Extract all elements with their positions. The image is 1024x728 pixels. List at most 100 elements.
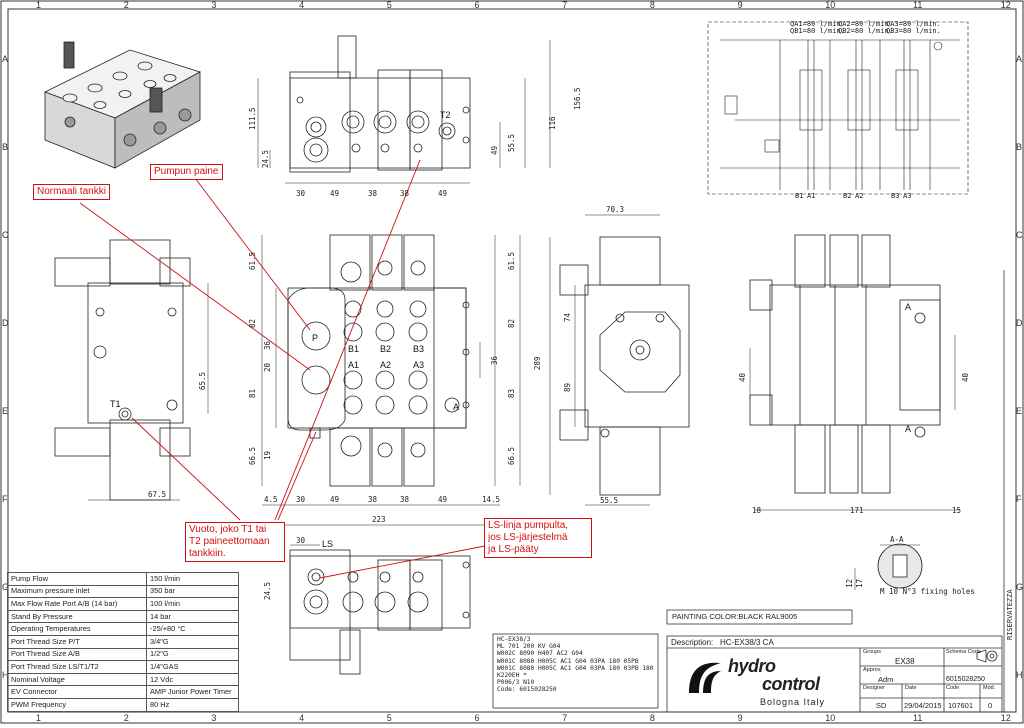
grid-col-bottom-1: 1 (36, 713, 41, 723)
group-value: EX38 (895, 657, 915, 666)
dim-front-w1: 30 (296, 495, 306, 504)
painting-color: PAINTING COLOR:BLACK RAL9005 (672, 612, 798, 621)
description-value: HC-EX38/3 CA (720, 638, 774, 647)
spec-value: 350 bar (146, 584, 239, 599)
dim-front-w2: 49 (330, 495, 339, 504)
dim-right-w1: 171 (850, 506, 864, 515)
dim-front-l2: 36 (263, 340, 272, 350)
grid-row-right-D: D (1016, 318, 1023, 328)
schematic-flow-label: QA2=80 l/min. (838, 20, 893, 28)
grid-col-bottom-12: 12 (1001, 713, 1011, 723)
port-p-label: P (312, 333, 318, 343)
port-a1-label: A1 (348, 360, 359, 370)
section-title: A-A (890, 535, 904, 544)
grid-col-bottom-9: 9 (738, 713, 743, 723)
approved-label: Approv. (863, 667, 882, 673)
spec-row: Operating Temperatures-25/+80 °C (7, 622, 239, 636)
dim-side-h2: 89 (563, 383, 572, 392)
grid-col-bottom-10: 10 (825, 713, 835, 723)
left-side-view (54, 239, 209, 501)
schematic-port-label: A3 (903, 192, 911, 200)
approved-value: Adm (878, 675, 894, 684)
schematic-flow-label: QB3=80 l/min. (886, 27, 941, 35)
mod-value: 0 (988, 701, 993, 710)
spec-key: Maximum pressure inlet (7, 584, 147, 599)
dim-side-w2: 55.5 (600, 496, 618, 505)
dim-left-h: 65.5 (198, 372, 207, 390)
grid-col-top-4: 4 (299, 0, 304, 10)
grid-row-right-H: H (1016, 670, 1023, 680)
spec-value: 150 l/min (146, 572, 239, 586)
grid-col-top-2: 2 (124, 0, 129, 10)
top-view (289, 35, 471, 173)
spec-value: 1/2"G (146, 647, 239, 662)
top-view-dimensions (257, 40, 551, 184)
dim-front-l3: 20 (263, 362, 272, 372)
dim-front-w6: 14.5 (482, 495, 500, 504)
code-label: Code (946, 685, 960, 691)
spec-key: PWM Frequency (7, 697, 147, 712)
dim-top-w2: 38 (368, 189, 378, 198)
port-t1-label: T1 (110, 399, 121, 409)
spec-value: 14 bar (146, 609, 239, 624)
schematic-flow-label: QB2=80 l/min. (838, 27, 893, 35)
grid-col-top-6: 6 (475, 0, 480, 10)
spec-key: Nominal Voltage (7, 672, 147, 687)
dim-side-h1: 74 (563, 312, 572, 322)
spec-value: 100 l/min (146, 597, 239, 611)
grid-col-top-7: 7 (562, 0, 567, 10)
section-a-marker-2: A (905, 424, 911, 434)
dim-fix-17: 17 (855, 579, 864, 588)
designer-value: SD (876, 701, 887, 710)
code-value: 107601 (948, 701, 974, 710)
port-b3-label: B3 (413, 344, 424, 354)
annotation-pump-pressure: Pumpun paine (150, 164, 223, 180)
schematic-port-label: B2 (843, 192, 851, 200)
spec-key: Stand By Pressure (7, 609, 147, 624)
port-b1-label: B1 (348, 344, 359, 354)
dim-top-55: 55.5 (507, 134, 516, 152)
dim-front-r2: 36 (490, 355, 499, 365)
schematic-flow-label: QB1=80 l/min. (790, 27, 845, 35)
dim-front-l5: 66.5 (248, 447, 257, 465)
dim-front-r3: 83 (507, 389, 516, 398)
spec-key: Pump Flow (7, 572, 147, 586)
grid-col-top-12: 12 (1001, 0, 1011, 10)
grid-row-left-A: A (2, 54, 8, 64)
isometric-view (43, 41, 202, 169)
port-a-label: A (453, 402, 459, 412)
grid-col-top-8: 8 (650, 0, 655, 10)
schematic-port-label: A1 (807, 192, 815, 200)
grid-col-bottom-5: 5 (387, 713, 392, 723)
grid-row-left-E: E (2, 406, 8, 416)
grid-col-top-1: 1 (36, 0, 41, 10)
dim-front-total: 223 (372, 515, 386, 524)
brand-name-1: hydro (728, 656, 776, 676)
designer-label: Designer (863, 685, 886, 691)
mod-label: Mod. (983, 685, 996, 691)
port-t2-label: T2 (440, 110, 451, 120)
spec-value: -25/+80 °C (146, 622, 239, 636)
grid-col-bottom-2: 2 (124, 713, 129, 723)
grid-col-bottom-11: 11 (913, 713, 922, 723)
date-value: 29/04/2015 (904, 701, 942, 710)
fixing-holes-note: M 10 N°3 fixing holes (880, 587, 975, 596)
dim-front-r4: 66.5 (507, 447, 516, 465)
schematic-port-label: A2 (855, 192, 863, 200)
grid-col-bottom-8: 8 (650, 713, 655, 723)
dim-front-r0: 61.5 (507, 252, 516, 270)
dim-left-w: 67.5 (148, 490, 166, 499)
front-view (287, 234, 470, 487)
grid-row-left-G: G (2, 582, 9, 592)
dim-front-w5: 49 (438, 495, 447, 504)
spec-key: Port Thread Size P/T (7, 634, 147, 649)
dimension-texts: 111.5 116 156.5 24.5 55.5 49 30 49 38 38… (148, 87, 975, 600)
grid-col-top-11: 11 (913, 0, 922, 10)
date-label: Date (905, 685, 917, 691)
